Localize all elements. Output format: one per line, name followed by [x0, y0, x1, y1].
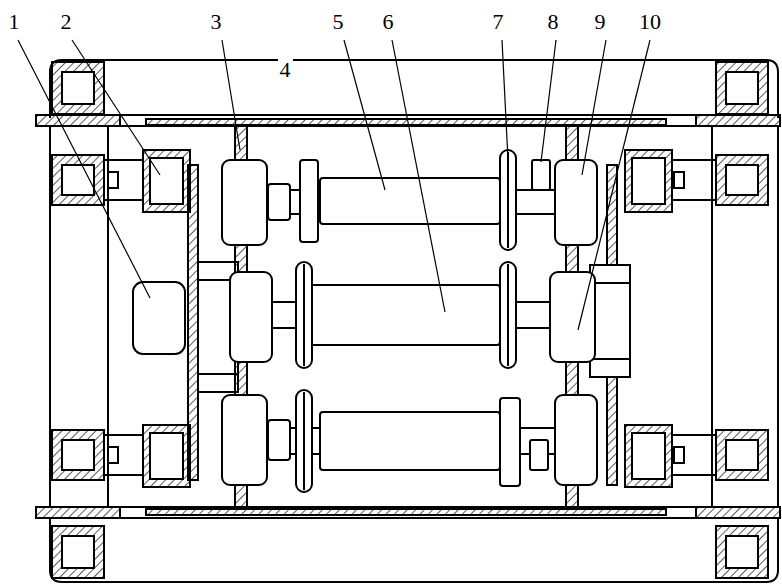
callout-number: 9 [593, 10, 608, 34]
callout-number: 7 [491, 10, 506, 34]
callout-number: 4 [278, 58, 293, 82]
callout-number: 8 [546, 10, 561, 34]
callout-number: 1 [7, 10, 22, 34]
callout-number: 5 [331, 10, 346, 34]
callout-number: 10 [637, 10, 663, 34]
callout-number: 6 [381, 10, 396, 34]
callout-number: 3 [209, 10, 224, 34]
callout-number: 2 [59, 10, 74, 34]
